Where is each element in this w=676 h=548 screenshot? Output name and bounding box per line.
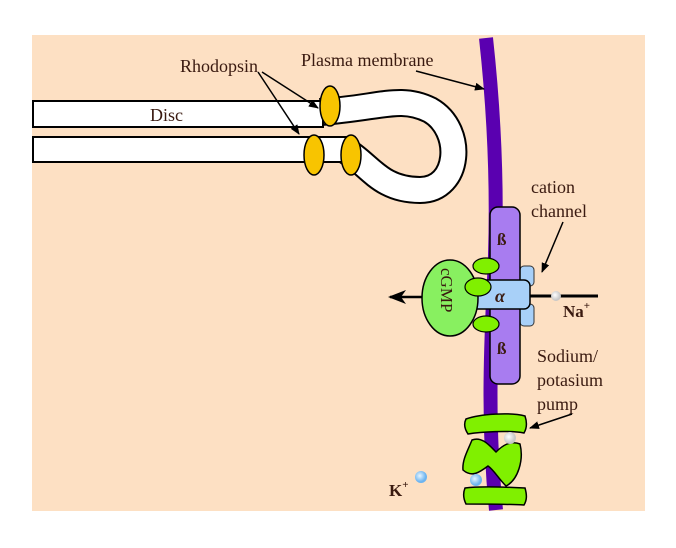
sodium-potassium-pump [462,413,528,506]
k-ion [470,474,482,486]
cgmp-binding-site [472,315,500,333]
pump-arrow [529,413,573,429]
beta-bottom-label: ß [497,339,507,358]
k-label: K+ [389,479,409,500]
beta-top-label: ß [497,230,507,249]
pump-label: potasium [537,370,603,390]
alpha-label: α [495,286,506,306]
na-ion [551,291,561,301]
rhodopsin-molecule [340,134,362,176]
disc-label: Disc [150,105,183,125]
cgmp-binding-site [464,277,492,297]
rhodopsin-molecule [303,134,325,176]
rhodopsin-label: Rhodopsin [180,56,258,76]
na-label: Na+ [563,300,590,321]
plasma-membrane-arrow [415,70,485,91]
pump-label: Sodium/ [537,346,598,366]
cation-channel-label: channel [531,201,587,221]
rhodopsin-molecule [319,85,341,127]
cgmp-label: cGMP [437,268,456,312]
pump-label: pump [537,394,578,414]
cation-channel-label: cation [531,177,575,197]
disc [32,88,468,205]
k-ion [415,471,427,483]
rhodopsin-arrow [261,71,319,109]
na-ion [504,432,516,444]
rhodopsin-arrow [257,71,300,135]
cgmp-binding-site [472,257,500,275]
cation-channel-arrow [541,221,564,273]
plasma-membrane-label: Plasma membrane [301,50,433,70]
cation-channel [471,206,535,385]
